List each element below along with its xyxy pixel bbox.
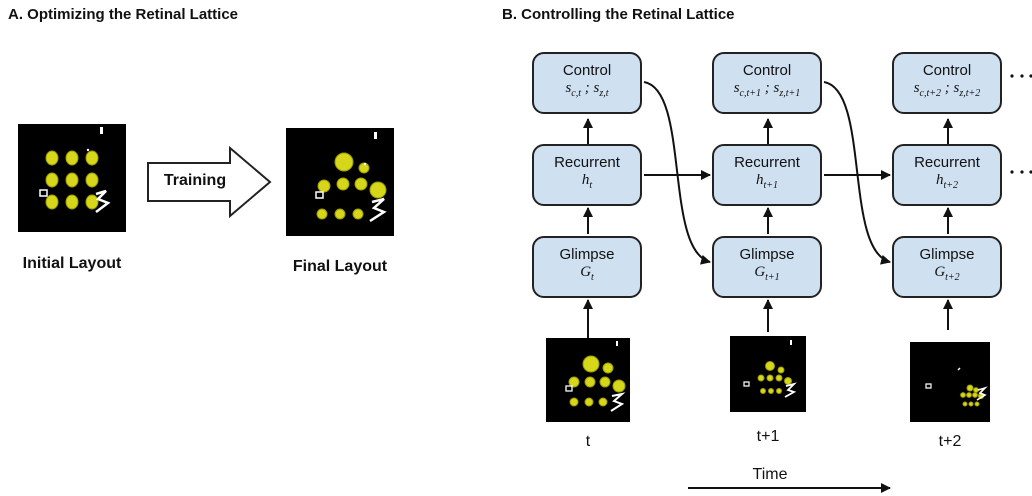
training-arrow (146, 145, 274, 223)
continuation-dots (1010, 74, 1032, 174)
recurrent-node-t1: Recurrent ht+1 (712, 144, 822, 206)
panel-a-title: A. Optimizing the Retinal Lattice (8, 6, 239, 23)
control-node-t2: Control sc,t+2 ; sz,t+2 (892, 52, 1002, 114)
glimpse-node-t1: Glimpse Gt+1 (712, 236, 822, 298)
glimpse-node-label: Glimpse (919, 246, 975, 263)
input-image-t1 (730, 336, 806, 412)
time-label-t1: t+1 (756, 428, 780, 445)
time-label-t: t (585, 433, 591, 450)
glimpse-symbol: Gt+2 (934, 264, 960, 283)
time-axis-label: Time (752, 466, 788, 483)
control-node-label: Control (562, 62, 612, 79)
control-node-label: Control (742, 62, 792, 79)
final-layout-image (286, 128, 394, 236)
input-image-t (546, 338, 630, 422)
control-symbol: sc,t+2 ; sz,t+2 (913, 80, 981, 99)
arrow-control-t1-to-glimpse-t2 (823, 81, 891, 265)
control-node-t1: Control sc,t+1 ; sz,t+1 (712, 52, 822, 114)
recurrent-node-label: Recurrent (554, 154, 620, 171)
time-label-t2: t+2 (938, 433, 962, 450)
recurrent-node-t2: Recurrent ht+2 (892, 144, 1002, 206)
initial-layout-caption: Initial Layout (22, 255, 122, 272)
glimpse-symbol: Gt+1 (754, 264, 780, 283)
glimpse-node-label: Glimpse (739, 246, 795, 263)
control-node-t: Control sc,t ; sz,t (532, 52, 642, 114)
final-layout-caption: Final Layout (292, 258, 388, 275)
initial-layout-image (18, 124, 126, 232)
recurrent-symbol: ht+1 (755, 172, 779, 191)
recurrent-node-label: Recurrent (914, 154, 980, 171)
input-image-t2 (910, 342, 990, 422)
arrow-control-t-to-glimpse-t1 (643, 81, 711, 265)
recurrent-node-label: Recurrent (734, 154, 800, 171)
glimpse-node-t2: Glimpse Gt+2 (892, 236, 1002, 298)
control-symbol: sc,t ; sz,t (565, 80, 609, 99)
control-node-label: Control (922, 62, 972, 79)
glimpse-symbol: Gt (580, 264, 594, 283)
glimpse-node-label: Glimpse (559, 246, 615, 263)
recurrent-symbol: ht (581, 172, 593, 191)
glimpse-node-t: Glimpse Gt (532, 236, 642, 298)
control-symbol: sc,t+1 ; sz,t+1 (733, 80, 801, 99)
recurrent-node-t: Recurrent ht (532, 144, 642, 206)
training-label: Training (163, 172, 227, 189)
panel-b-title: B. Controlling the Retinal Lattice (502, 6, 735, 23)
recurrent-symbol: ht+2 (935, 172, 959, 191)
